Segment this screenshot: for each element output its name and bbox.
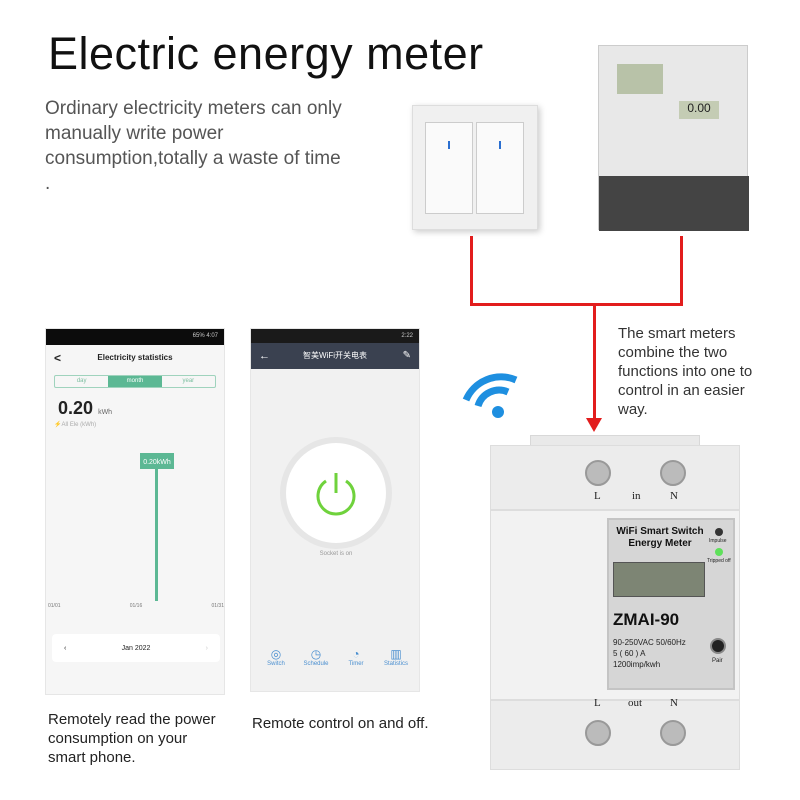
terminal-label: N [670, 490, 678, 502]
month-label: Jan 2022 [121, 644, 151, 652]
old-meter-display: 0.00 [679, 101, 719, 119]
old-meter-image: 0.00 [598, 45, 749, 231]
smart-meter-device: L in N L out N WiFi Smart Switch Energy … [490, 435, 740, 770]
energy-sub-label: All Ele (kWh) [61, 422, 97, 428]
terminal-label: L [594, 697, 601, 709]
intro-text: Ordinary electricity meters can only man… [45, 98, 342, 194]
caption-left: Remotely read the power consumption on y… [48, 711, 216, 766]
device-heading: WiFi Smart Switch Energy Meter [616, 526, 704, 549]
switch-icon: ◎ [270, 647, 282, 661]
wifi-icon [462, 373, 518, 418]
terminal-label: N [670, 697, 678, 709]
tab-day[interactable]: day [76, 378, 87, 384]
bolt-icon: ⚡ [54, 422, 62, 428]
prev-month-button[interactable]: ‹ [64, 644, 67, 652]
power-button[interactable] [286, 443, 386, 543]
wall-switch-image [412, 105, 538, 230]
energy-value: 0.20 [58, 398, 94, 418]
bar-chart-icon: ▥ [390, 647, 402, 661]
energy-unit: kWh [98, 409, 113, 416]
chart-tooltip: 0.20kWh [140, 453, 174, 469]
arrow-down-icon [586, 418, 602, 432]
power-icon [316, 473, 356, 516]
back-button[interactable]: < [54, 351, 62, 365]
spec-impulse: 1200imp/kwh [613, 660, 661, 669]
terminal-label: L [594, 490, 601, 502]
period-tabs: day month year [54, 375, 216, 388]
tripped-label: Tripped off [707, 558, 731, 564]
screen-title: 智美WiFi开关电表 [303, 351, 367, 360]
pair-label: Pair [712, 658, 723, 664]
control-phone-screen: 2:22 ← 智美WiFi开关电表 ✎ Socket is on ◎Switch… [250, 328, 420, 692]
socket-state: Socket is on [319, 551, 353, 557]
pair-button[interactable] [710, 638, 726, 654]
nav-switch[interactable]: ◎Switch [256, 647, 296, 667]
statistics-phone-screen: 65% 4:07 < Electricity statistics day mo… [45, 328, 225, 695]
tab-year[interactable]: year [182, 378, 195, 384]
x-tick: 01/01 [48, 603, 61, 609]
screen-title: Electricity statistics [97, 353, 173, 362]
timer-icon: ◔ [352, 647, 360, 661]
nav-schedule[interactable]: ◷Schedule [296, 647, 336, 667]
month-selector: ‹ Jan 2022 › [52, 634, 220, 662]
status-bar: 65% 4:07 [46, 329, 224, 345]
status-bar: 2:22 [251, 329, 419, 343]
x-tick: 01/16 [129, 603, 143, 609]
spec-voltage: 90-250VAC 50/60Hz [613, 638, 686, 647]
tab-month[interactable]: month [108, 376, 162, 387]
chart-bar [155, 469, 158, 601]
nav-timer[interactable]: ◔Timer [336, 647, 376, 667]
nav-statistics[interactable]: ▥Statistics [376, 647, 416, 667]
meter-faceplate: WiFi Smart Switch Energy Meter Impulse T… [607, 518, 735, 690]
model-number: ZMAI-90 [613, 610, 680, 629]
caption-right: Remote control on and off. [252, 715, 429, 732]
x-tick: 01/31 [211, 603, 224, 609]
lcd-display [613, 562, 705, 597]
spec-current: 5 ( 60 ) A [613, 649, 646, 658]
terminal-label: out [628, 697, 643, 709]
clock-icon: ◷ [310, 647, 322, 661]
back-arrow-icon[interactable]: ← [259, 350, 270, 362]
edit-icon[interactable]: ✎ [402, 350, 411, 361]
smart-meter-description: The smart meters combine the two functio… [618, 325, 753, 418]
impulse-label: Impulse [709, 538, 727, 544]
page-title: Electric energy meter [48, 28, 484, 79]
terminal-label: in [632, 490, 641, 502]
next-month-button[interactable]: › [205, 644, 208, 652]
